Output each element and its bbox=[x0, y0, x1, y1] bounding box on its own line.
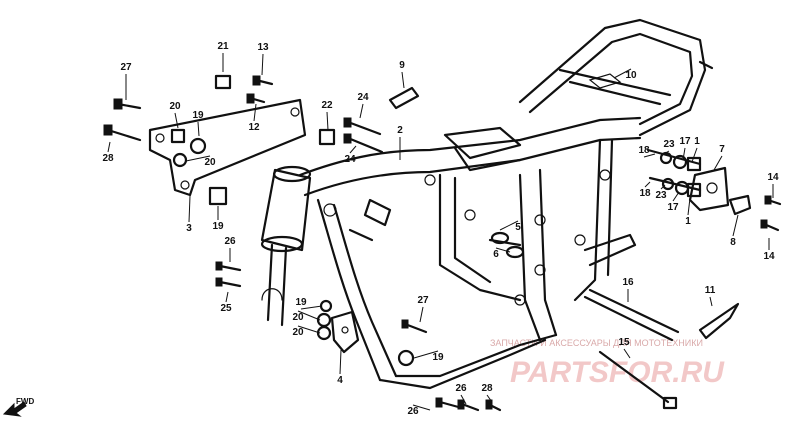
callout-leader bbox=[499, 220, 519, 231]
callout-number: 2 bbox=[397, 125, 403, 136]
callout-number: 9 bbox=[399, 60, 405, 71]
callout-leader bbox=[660, 184, 666, 190]
callout-number: 8 bbox=[730, 237, 736, 248]
callout-leader bbox=[661, 150, 670, 156]
callout-leader bbox=[188, 195, 191, 223]
bolt-15 bbox=[598, 350, 678, 410]
callout-leader bbox=[253, 103, 257, 122]
main-frame bbox=[260, 18, 714, 390]
clip-8 bbox=[728, 194, 752, 216]
callout-leader bbox=[672, 191, 680, 202]
callout-number: 6 bbox=[493, 249, 499, 260]
callout-leader bbox=[486, 394, 493, 403]
callout-number: 26 bbox=[455, 383, 467, 394]
callout-number: 20 bbox=[169, 101, 181, 112]
callout-number: 14 bbox=[763, 251, 775, 262]
callout-leader bbox=[460, 394, 467, 405]
callout-number: 16 bbox=[622, 277, 634, 288]
callout-number: 28 bbox=[481, 383, 493, 394]
callout-leader bbox=[174, 112, 179, 129]
callout-number: 19 bbox=[212, 221, 224, 232]
callout-leader bbox=[687, 197, 691, 216]
callout-number: 26 bbox=[407, 406, 419, 417]
callout-leader bbox=[197, 121, 200, 137]
callout-leader bbox=[359, 103, 364, 119]
callout-leader bbox=[225, 291, 229, 303]
callout-number: 20 bbox=[204, 157, 216, 168]
callout-number: 17 bbox=[679, 136, 691, 147]
callout-number: 27 bbox=[120, 62, 132, 73]
callout-number: 25 bbox=[220, 303, 232, 314]
callout-number: 20 bbox=[292, 312, 304, 323]
callout-leader bbox=[339, 349, 342, 375]
callout-leader bbox=[326, 111, 329, 131]
callout-number: 11 bbox=[705, 285, 716, 296]
bracket-4 bbox=[330, 310, 360, 354]
callout-leader bbox=[709, 296, 713, 307]
callout-number: 26 bbox=[224, 236, 236, 247]
callout-leader bbox=[349, 145, 357, 154]
callout-leader bbox=[297, 310, 321, 321]
watermark-brand: PARTSFOR.RU bbox=[510, 356, 725, 389]
callout-number: 13 bbox=[257, 42, 269, 53]
fwd-arrow-icon bbox=[2, 401, 27, 417]
callout-leader bbox=[107, 141, 111, 153]
callout-number: 19 bbox=[192, 110, 204, 121]
callout-leader bbox=[643, 153, 656, 158]
callout-leader bbox=[713, 155, 723, 171]
fwd-label: FWD bbox=[16, 397, 34, 406]
callout-leader bbox=[613, 68, 632, 79]
callout-leader bbox=[419, 306, 424, 323]
callout-number: 14 bbox=[767, 172, 779, 183]
callout-leader bbox=[401, 71, 405, 89]
callout-leader bbox=[412, 404, 431, 411]
callout-leader bbox=[732, 214, 739, 237]
callout-number: 18 bbox=[639, 188, 651, 199]
bolt-16 bbox=[583, 288, 680, 342]
front-hanger-bracket bbox=[148, 98, 307, 197]
plate-11 bbox=[698, 302, 740, 340]
callout-leader bbox=[691, 147, 698, 163]
callout-number: 4 bbox=[337, 375, 343, 386]
callout-number: 1 bbox=[694, 136, 700, 147]
callout-number: 23 bbox=[663, 139, 675, 150]
callout-number: 15 bbox=[618, 337, 630, 348]
fwd-indicator: FWD bbox=[2, 397, 34, 417]
callout-leader bbox=[300, 305, 323, 310]
callout-number: 12 bbox=[248, 122, 260, 133]
callout-number: 7 bbox=[719, 144, 725, 155]
callout-number: 1 bbox=[685, 216, 691, 227]
callout-number: 23 bbox=[655, 190, 667, 201]
callout-leader bbox=[682, 147, 686, 161]
callout-number: 21 bbox=[217, 41, 229, 52]
callout-leader bbox=[185, 155, 211, 162]
callout-number: 3 bbox=[186, 223, 192, 234]
callout-number: 19 bbox=[432, 352, 444, 363]
callout-number: 19 bbox=[295, 297, 307, 308]
callout-leader bbox=[413, 350, 439, 359]
callout-number: 18 bbox=[638, 145, 650, 156]
callout-number: 17 bbox=[667, 202, 679, 213]
callout-leader bbox=[261, 53, 264, 76]
callout-number: 28 bbox=[102, 153, 114, 164]
callout-number: 22 bbox=[321, 100, 333, 111]
callout-number: 24 bbox=[357, 92, 369, 103]
callout-number: 10 bbox=[625, 70, 637, 81]
callout-number: 27 bbox=[417, 295, 429, 306]
callout-number: 5 bbox=[515, 222, 521, 233]
watermark-tagline: ЗАПЧАСТИ И АКСЕССУАРЫ ДЛЯ МОТОТЕХНИКИ bbox=[490, 338, 703, 348]
callout-leader bbox=[297, 325, 321, 334]
callout-leader bbox=[644, 181, 651, 188]
callout-number: 24 bbox=[344, 154, 356, 165]
callout-leader bbox=[623, 348, 631, 359]
watermark: ЗАПЧАСТИ И АКСЕССУАРЫ ДЛЯ МОТОТЕХНИКИ PA… bbox=[490, 338, 725, 389]
callout-leader bbox=[495, 247, 511, 253]
plate-9 bbox=[388, 86, 420, 110]
callout-number: 20 bbox=[292, 327, 304, 338]
